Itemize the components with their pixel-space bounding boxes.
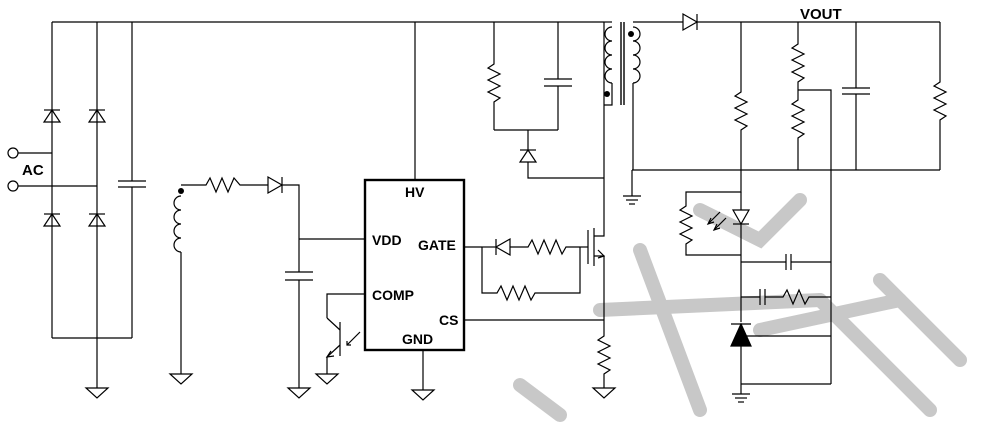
controller-ic [363, 22, 466, 401]
secondary-dot [628, 31, 634, 37]
snubber-diode [518, 148, 538, 163]
ground-symbol-comp [314, 373, 340, 385]
gate-resistor-2 [481, 247, 581, 302]
output-resistor-1 [733, 22, 749, 178]
comp-phototransistor [314, 293, 365, 385]
ac-terminal-2 [7, 180, 19, 192]
pin-vdd: VDD [372, 232, 402, 248]
pin-gnd: GND [402, 331, 433, 347]
ground-symbol-vdd [286, 387, 312, 399]
pin-gate: GATE [418, 237, 456, 253]
aux-diode [267, 175, 284, 195]
led-bias-resistor [678, 178, 742, 256]
secondary-winding [632, 26, 641, 84]
rcd-snubber [486, 22, 604, 179]
tl431-shunt [730, 322, 752, 347]
primary-winding [604, 26, 613, 84]
aux-winding [173, 195, 182, 253]
gate-resistor-1 [510, 238, 580, 256]
ground-symbol-bridge [84, 387, 110, 399]
power-mosfet [587, 22, 606, 320]
bulk-capacitor [118, 22, 146, 338]
bridge-diode-3 [42, 212, 62, 227]
pin-comp: COMP [372, 287, 414, 303]
aux-supply [168, 175, 365, 399]
aux-resistor [201, 176, 268, 194]
feedback-divider [790, 22, 806, 170]
watermark-logo [513, 193, 967, 422]
pin-hv: HV [405, 184, 425, 200]
load-resistor [932, 22, 948, 170]
sense-resistor [596, 320, 612, 388]
ground-symbol-aux [168, 373, 194, 385]
ground-symbol-sense [591, 387, 617, 399]
ic-body [363, 178, 466, 352]
output-diode [682, 12, 699, 32]
gate-drive [464, 237, 588, 302]
ac-terminal-1 [7, 147, 19, 159]
bridge-diode-4 [87, 212, 107, 227]
ground-symbol-ic [410, 389, 436, 401]
pin-cs: CS [439, 312, 458, 328]
ac-label: AC [22, 162, 44, 179]
snubber-resistor [486, 22, 502, 130]
bridge-diode-2 [87, 108, 107, 123]
vout-label: VOUT [800, 6, 842, 23]
transformer [604, 21, 683, 170]
bridge-diode-1 [42, 108, 62, 123]
aux-dot [178, 188, 184, 194]
bridge-rectifier [7, 21, 604, 399]
output-stage [623, 12, 948, 384]
gate-diode [494, 237, 511, 257]
optocoupler-feedback [678, 178, 831, 403]
primary-dot [604, 91, 610, 97]
